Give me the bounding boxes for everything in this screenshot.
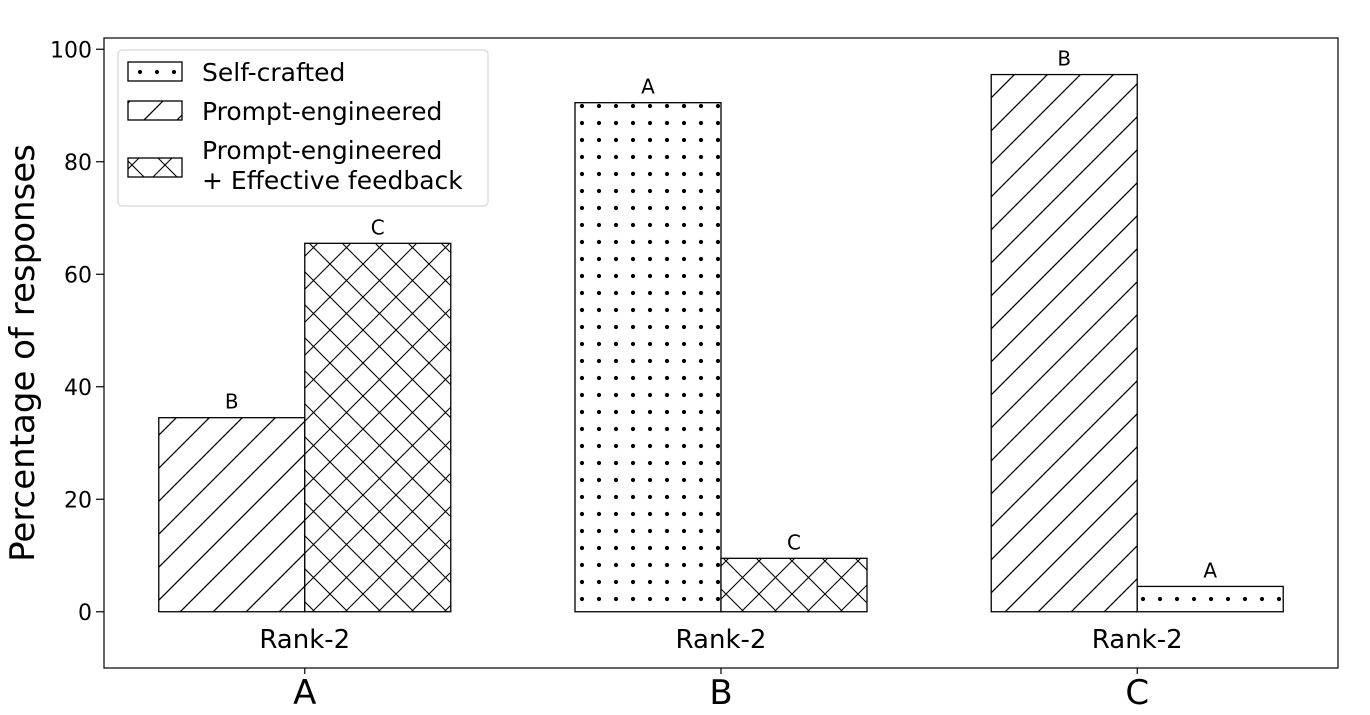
- bar: [304, 242, 452, 613]
- bar: [158, 417, 306, 613]
- x-tick-label: B: [709, 673, 732, 713]
- bar-data-label: C: [371, 215, 385, 239]
- group-sublabel: Rank-2: [676, 625, 767, 655]
- group-sublabel: Rank-2: [259, 625, 350, 655]
- bar-data-label: A: [641, 75, 655, 99]
- y-tick-label: 20: [64, 488, 92, 513]
- x-tick-label: A: [293, 673, 316, 713]
- group-sublabel: Rank-2: [1092, 625, 1183, 655]
- legend-swatch: [127, 61, 183, 82]
- bar: [574, 102, 722, 613]
- y-tick-label: 0: [78, 601, 92, 626]
- x-tick-label: C: [1125, 673, 1149, 713]
- y-tick-label: 40: [64, 376, 92, 401]
- legend-item: Self-crafted: [127, 58, 345, 87]
- legend-item: Prompt-engineered+ Effective feedback: [127, 136, 463, 195]
- y-tick-label: 60: [64, 263, 92, 288]
- legend-swatch: [127, 100, 183, 121]
- x-axis: Rank-2A Rank-2B Rank-2C: [259, 625, 1182, 713]
- legend-swatch: [127, 157, 183, 178]
- legend-label: Prompt-engineered: [202, 97, 442, 126]
- bar-data-label: B: [1057, 47, 1071, 71]
- plot-frame: [103, 37, 1339, 669]
- bar-data-label: A: [1203, 558, 1217, 582]
- legend: Self-craftedPrompt-engineeredPrompt-engi…: [117, 49, 489, 207]
- legend-item: Prompt-engineered: [127, 97, 442, 126]
- bar-data-label: B: [225, 390, 239, 414]
- legend-label: Self-crafted: [202, 58, 345, 87]
- y-axis-label: Percentage of responses: [3, 144, 43, 562]
- legend-box: [117, 49, 489, 207]
- y-tick-label: 80: [64, 151, 92, 176]
- bar-data-label: C: [787, 530, 801, 554]
- bars-layer: [158, 73, 1284, 613]
- bar: [720, 557, 868, 613]
- y-tick-label: 100: [50, 38, 92, 63]
- bar: [990, 73, 1138, 613]
- y-axis: 0 20 40 60 80 100: [50, 38, 104, 626]
- bar-labels-layer: B C A C B A: [225, 47, 1217, 583]
- legend-label: Prompt-engineered+ Effective feedback: [202, 136, 463, 195]
- bar: [1136, 585, 1284, 613]
